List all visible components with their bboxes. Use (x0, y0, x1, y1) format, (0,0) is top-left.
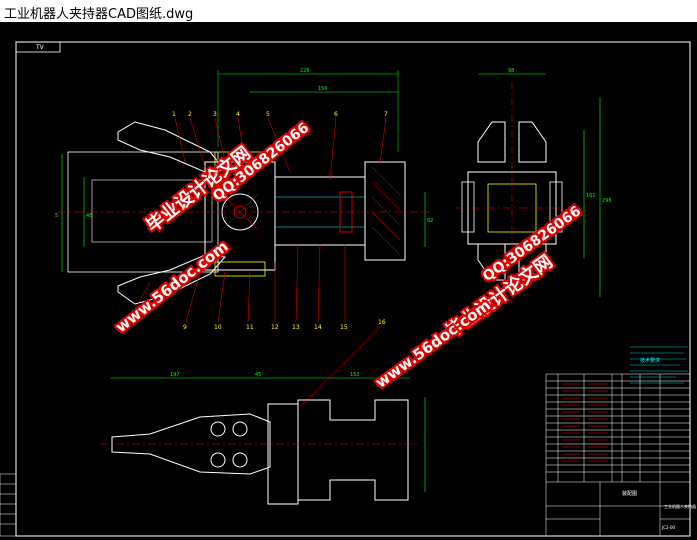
technical-notes-title: 技术要求 (640, 358, 661, 364)
technical-notes (630, 346, 688, 384)
dim-161: 161 (586, 193, 596, 199)
tab-box (15, 41, 61, 53)
part-number-3: 3 (213, 111, 217, 118)
part-number-4: 4 (236, 111, 240, 118)
dim-48: 48 (86, 213, 92, 219)
dim-92: 92 (427, 218, 433, 224)
dim-197: 197 (170, 372, 180, 378)
side-view (455, 73, 601, 307)
part-number-11: 11 (246, 324, 254, 331)
revision-strip (0, 473, 17, 537)
dim-45: 45 (255, 372, 261, 378)
part-number-12: 12 (271, 324, 279, 331)
part-number-5: 5 (266, 111, 270, 118)
part-number-1: 1 (172, 111, 176, 118)
bom-table (545, 373, 691, 537)
dim-98: 98 (508, 68, 514, 74)
dim-296: 296 (602, 198, 612, 204)
dim-156: 156 (318, 86, 328, 92)
part-number-15: 15 (340, 324, 348, 331)
part-number-9: 9 (183, 324, 187, 331)
part-number-16: 16 (378, 319, 386, 326)
part-number-7: 7 (384, 111, 388, 118)
cad-drawing: 1 2 3 4 5 6 7 8 9 10 11 12 13 14 15 16 2… (0, 41, 691, 537)
top-view (100, 377, 426, 505)
view-tab-label: TV (36, 44, 44, 51)
part-number-8: 8 (125, 324, 129, 331)
dim-5: 5 (55, 213, 58, 219)
part-number-14: 14 (314, 324, 322, 331)
front-view (58, 70, 430, 408)
window-titlebar: 工业机器人夹持器CAD图纸.dwg (0, 0, 697, 23)
cad-drawing-canvas[interactable]: 1 2 3 4 5 6 7 8 9 10 11 12 13 14 15 16 2… (0, 22, 697, 540)
part-number-2: 2 (188, 111, 192, 118)
title-block-drawing-name: 工业机器人夹持器 (664, 504, 696, 509)
title-block-sheet-label: 装配图 (622, 491, 638, 497)
part-number-10: 10 (214, 324, 222, 331)
part-number-6: 6 (334, 111, 338, 118)
dim-226: 226 (300, 68, 310, 74)
part-number-13: 13 (292, 324, 300, 331)
window-title: 工业机器人夹持器CAD图纸.dwg (4, 7, 194, 22)
dim-152: 152 (350, 372, 360, 378)
sheet-border (15, 41, 691, 537)
title-block-drawing-no: JC2-00 (662, 525, 676, 530)
bom-row-text (562, 383, 608, 462)
